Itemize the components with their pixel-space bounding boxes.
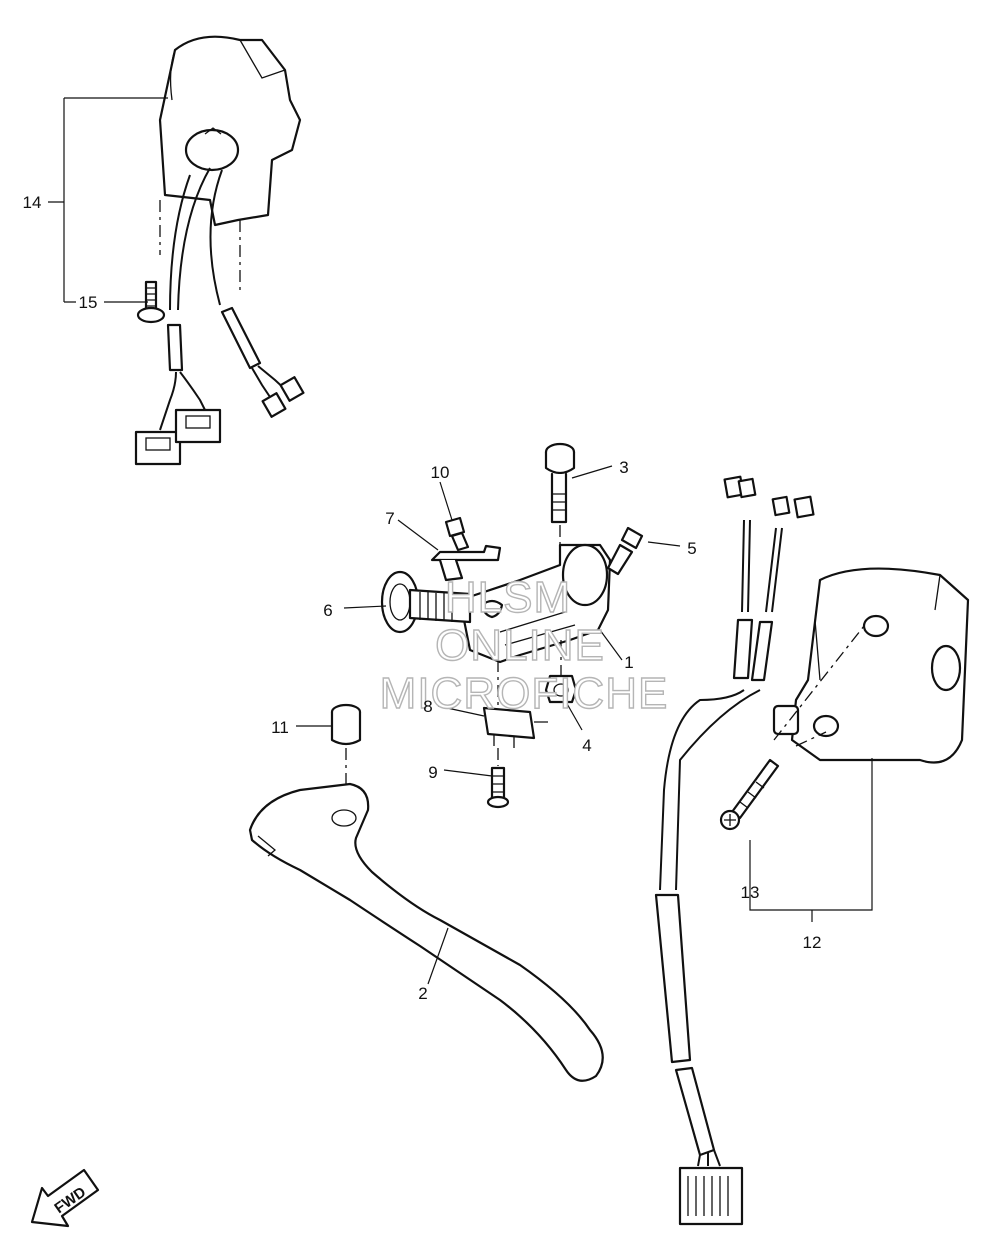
callout-6: 6 [323, 601, 332, 620]
bolt-5 [606, 526, 644, 576]
callout-14: 14 [23, 193, 42, 212]
bracket-7 [430, 544, 502, 582]
callout-7: 7 [385, 509, 394, 528]
left-handlebar-switch [134, 35, 305, 466]
watermark-line-1: HLSM [445, 573, 571, 622]
callout-1: 1 [624, 653, 633, 672]
lever-holder [458, 543, 612, 664]
callout-8: 8 [423, 697, 432, 716]
fwd-arrow-icon: FWD [30, 1168, 100, 1228]
leader-lines [296, 465, 681, 985]
right-handlebar-switch [772, 567, 970, 764]
callout-12: 12 [803, 933, 822, 952]
callout-13: 13 [741, 883, 760, 902]
right-switch-wires [654, 475, 815, 1226]
callout-3: 3 [619, 458, 628, 477]
callout-5: 5 [687, 539, 696, 558]
watermark-line-2: ONLINE [435, 621, 605, 670]
callout-labels: 1 2 3 4 5 6 7 8 9 10 11 12 13 14 15 [23, 193, 822, 1003]
adjuster-6 [380, 570, 472, 634]
screw-9 [486, 766, 510, 809]
right-switch-screw [719, 758, 780, 831]
callout-10: 10 [431, 463, 450, 482]
callout-15: 15 [79, 293, 98, 312]
watermark: HLSM ONLINE MICROFICHE [379, 572, 669, 718]
callout-4: 4 [582, 736, 591, 755]
callout-2: 2 [418, 984, 427, 1003]
nut-4 [544, 674, 578, 704]
brake-lever-2 [248, 782, 604, 1082]
switch-8 [482, 706, 548, 748]
bolt-10 [444, 516, 470, 552]
watermark-line-3: MICROFICHE [380, 669, 669, 718]
callout-9: 9 [428, 763, 437, 782]
bolt-3 [544, 442, 576, 524]
collar-11 [330, 703, 362, 746]
callout-11: 11 [271, 718, 289, 737]
